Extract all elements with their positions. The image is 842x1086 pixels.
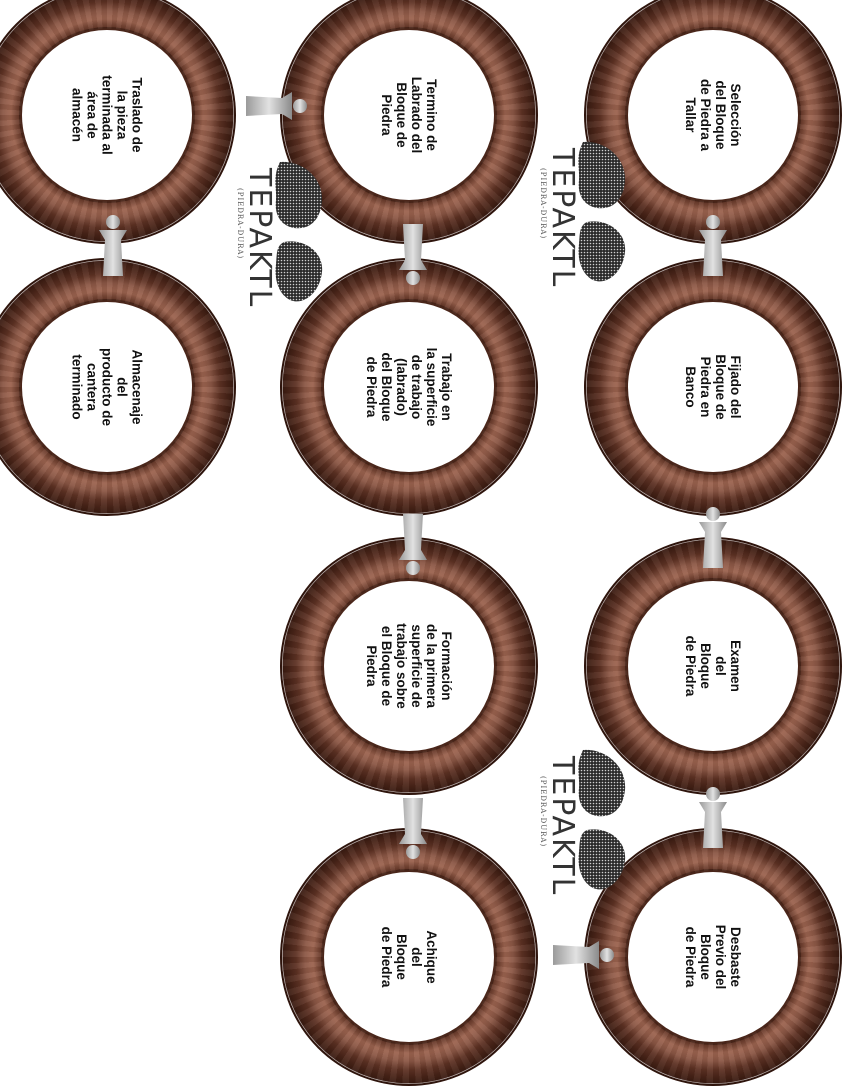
- stone-lower-icon: [276, 241, 323, 301]
- logo-sub: (PIEDRA-DURA): [539, 168, 547, 239]
- arrow-1-2-icon: [693, 214, 733, 284]
- step-4-label: Desbaste Previo del Bloque de Piedra: [683, 882, 743, 1032]
- stone-lower-icon: [579, 829, 626, 889]
- step-1-label: Selección del Bloque de Piedra a Tallar: [683, 40, 743, 190]
- logo-word: TEPAKTLI: [545, 755, 580, 898]
- logo-middle: TEPAKTLI (PIEDRA-DURA): [232, 160, 327, 310]
- arrow-5-6-icon: [393, 790, 433, 860]
- step-8-label: Termino de Labrado del Bloque de Piedra: [379, 40, 439, 190]
- logo-word: TEPAKTLI: [545, 147, 580, 290]
- arrow-6-7-icon: [393, 506, 433, 576]
- logo-word: TEPAKTLI: [242, 167, 277, 310]
- stone-upper-icon: [578, 142, 625, 208]
- step-9-ring: Traslado de la pieza terminada al área d…: [0, 0, 236, 244]
- arrow-2-3-icon: [693, 506, 733, 576]
- arrow-9-10-icon: [93, 214, 133, 284]
- step-2-label: Fijado del Bloque de Piedra en Banco: [683, 312, 743, 462]
- step-6-label: Formación de la primera superficie de tr…: [364, 591, 454, 741]
- stone-upper-icon: [275, 162, 322, 228]
- stone-lower-icon: [579, 221, 626, 281]
- step-7-label: Trabajo en la superficie de trabajo (lab…: [364, 312, 454, 462]
- arrow-7-8-icon: [393, 216, 433, 286]
- logo-sub: (PIEDRA-DURA): [539, 776, 547, 847]
- arrow-3-4-icon: [693, 786, 733, 856]
- logo-bottom: TEPAKTLI (PIEDRA-DURA): [535, 748, 630, 898]
- step-10-label: Almacenaje del producto de cantera termi…: [70, 312, 145, 462]
- step-10-ring: Almacenaje del producto de cantera termi…: [0, 258, 236, 516]
- step-3-label: Examen del Bloque de Piedra: [683, 591, 743, 741]
- step-5-label: Achique del Bloque de Piedra: [379, 882, 439, 1032]
- step-9-label: Traslado de la pieza terminada al área d…: [70, 40, 145, 190]
- step-5-ring: Achique del Bloque de Piedra: [280, 828, 538, 1086]
- step-2-ring: Fijado del Bloque de Piedra en Banco: [584, 258, 842, 516]
- arrow-4-5-icon: [545, 935, 615, 975]
- logo-sub: (PIEDRA-DURA): [236, 188, 244, 259]
- stone-upper-icon: [578, 750, 625, 816]
- arrow-8-9-icon: [238, 86, 308, 126]
- logo-top: TEPAKTLI (PIEDRA-DURA): [535, 140, 630, 290]
